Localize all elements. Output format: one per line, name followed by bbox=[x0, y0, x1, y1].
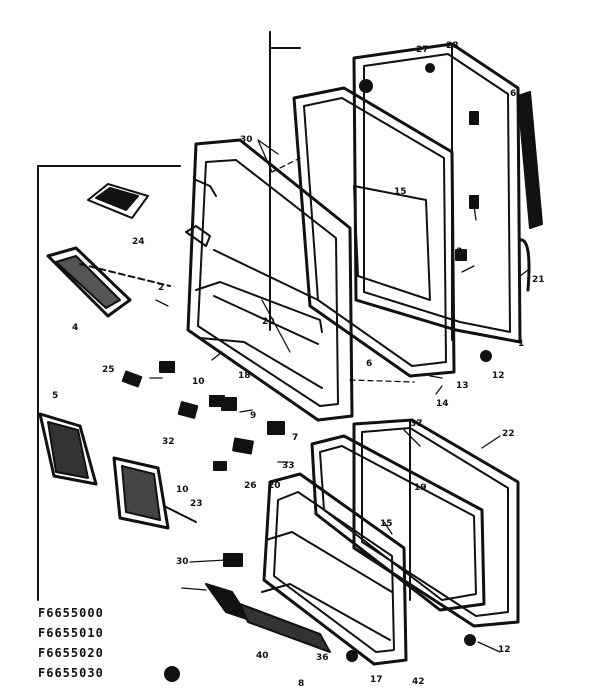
door-handle-strip bbox=[517, 91, 543, 292]
callout-28: 28 bbox=[446, 41, 459, 51]
callout-19: 19 bbox=[414, 483, 427, 493]
callout-2: 2 bbox=[158, 283, 164, 293]
callout-30: 30 bbox=[240, 135, 253, 145]
leader-lines bbox=[149, 139, 529, 653]
callout-32: 32 bbox=[162, 437, 175, 447]
callout-27: 27 bbox=[416, 45, 429, 55]
model-number: F6655030 bbox=[38, 666, 104, 680]
frame-line-top bbox=[269, 31, 301, 49]
callout-21: 21 bbox=[532, 275, 545, 285]
grille-panel bbox=[46, 246, 171, 318]
callout-8: 8 bbox=[298, 679, 304, 689]
callout-30b: 30 bbox=[176, 557, 189, 567]
callout-40: 40 bbox=[256, 651, 269, 661]
callout-7: 7 bbox=[292, 433, 298, 443]
callout-20: 20 bbox=[262, 317, 275, 327]
model-number: F6655020 bbox=[38, 646, 104, 660]
callout-10: 10 bbox=[192, 377, 205, 387]
callout-33: 33 bbox=[282, 461, 295, 471]
callout-4: 4 bbox=[72, 323, 78, 333]
callout-14: 14 bbox=[436, 399, 449, 409]
callout-17: 17 bbox=[370, 675, 383, 685]
callout-9: 9 bbox=[250, 411, 256, 421]
callout-26: 26 bbox=[244, 481, 257, 491]
callout-15b: 15 bbox=[380, 519, 393, 529]
vent-cover bbox=[112, 456, 197, 530]
fresh-food-door-outer bbox=[352, 42, 522, 344]
callout-3: 3 bbox=[456, 247, 462, 257]
callout-12b: 12 bbox=[498, 645, 511, 655]
callout-15: 15 bbox=[394, 187, 407, 197]
callout-36: 36 bbox=[316, 653, 329, 663]
callout-37: 37 bbox=[410, 419, 423, 429]
freezer-door-liner bbox=[261, 472, 408, 666]
control-panel bbox=[38, 412, 98, 486]
callout-23: 23 bbox=[190, 499, 203, 509]
freezer-gasket bbox=[310, 434, 486, 612]
callout-6: 6 bbox=[510, 89, 516, 99]
callout-13: 13 bbox=[456, 381, 469, 391]
fresh-food-door-liner bbox=[185, 138, 354, 422]
callout-labels: 27 28 6 30 15 3 24 2 20 21 4 1 12 25 10 … bbox=[52, 41, 545, 689]
callout-22: 22 bbox=[502, 429, 515, 439]
small-cover-part bbox=[87, 183, 149, 219]
callout-18: 18 bbox=[238, 371, 251, 381]
callout-6b: 6 bbox=[366, 359, 372, 369]
callout-5: 5 bbox=[52, 391, 58, 401]
hinge-parts bbox=[121, 63, 492, 682]
callout-10b: 10 bbox=[176, 485, 189, 495]
callout-1: 1 bbox=[518, 339, 524, 349]
callout-24: 24 bbox=[132, 237, 145, 247]
shelf-trim-strips bbox=[205, 583, 331, 653]
callout-20b: 20 bbox=[268, 481, 281, 491]
fresh-food-gasket bbox=[292, 86, 456, 378]
callout-25: 25 bbox=[102, 365, 115, 375]
model-number: F6655010 bbox=[38, 626, 104, 640]
model-number: F6655000 bbox=[38, 606, 104, 620]
freezer-door-outer bbox=[352, 418, 520, 628]
callout-12: 12 bbox=[492, 371, 505, 381]
callout-42: 42 bbox=[412, 677, 425, 687]
